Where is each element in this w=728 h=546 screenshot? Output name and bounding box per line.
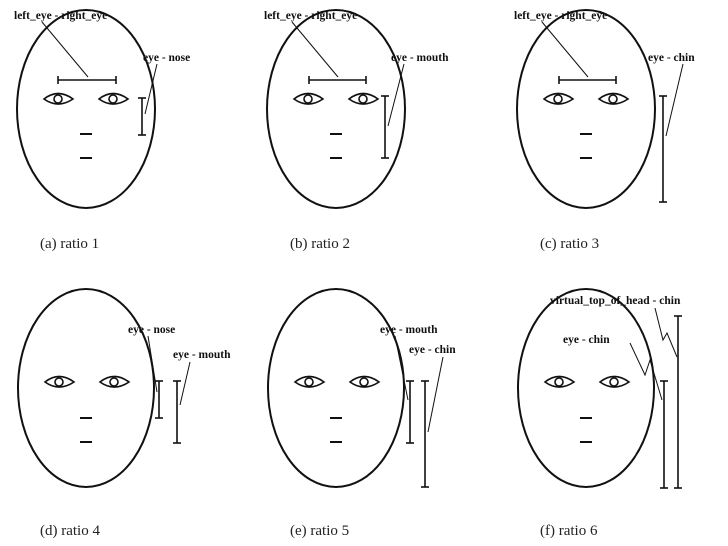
left-eye-icon <box>45 377 74 388</box>
leader-line <box>292 22 338 77</box>
left-eye-icon <box>544 94 573 105</box>
left-eye-icon <box>294 94 323 105</box>
measure-label: eye - nose <box>143 52 190 64</box>
panel-caption: (e) ratio 5 <box>290 523 349 539</box>
panel-c: left_eye - right_eye eye - chin (c) rati… <box>514 10 695 252</box>
leader-line <box>630 343 662 400</box>
left-eye-icon <box>44 94 73 105</box>
panel-caption: (d) ratio 4 <box>40 523 100 539</box>
leader-line <box>428 357 443 432</box>
measure-label-1: eye - mouth <box>380 324 438 336</box>
leader-line <box>542 22 588 77</box>
measure-label: eye - chin <box>648 52 695 64</box>
measure-bracket <box>659 96 667 202</box>
leader-line <box>666 64 683 136</box>
panel-d: eye - nose eye - mouth (d) ratio 4 <box>18 289 231 539</box>
eye-distance-bracket <box>309 76 366 84</box>
leader-line <box>395 336 408 400</box>
right-eye-icon <box>600 377 629 388</box>
measure-bracket-2 <box>173 381 181 443</box>
leader-line <box>148 336 157 392</box>
measure-label-2: eye - mouth <box>173 349 231 361</box>
eye-distance-label: left_eye - right_eye <box>514 10 607 22</box>
measure-label-2: eye - chin <box>563 334 610 346</box>
eye-distance-label: left_eye - right_eye <box>264 10 357 22</box>
right-eye-icon <box>99 94 128 105</box>
face-outline <box>17 10 155 208</box>
face-outline <box>268 289 404 487</box>
measure-bracket-1 <box>674 316 682 488</box>
left-eye-icon <box>545 377 574 388</box>
right-eye-icon <box>100 377 129 388</box>
face-outline <box>517 10 655 208</box>
leader-line <box>42 22 88 77</box>
left-eye-icon <box>295 377 324 388</box>
measure-label-1: virtual_top_of_head - chin <box>550 295 681 307</box>
panel-e: eye - mouth eye - chin (e) ratio 5 <box>268 289 456 539</box>
leader-line <box>655 308 677 357</box>
right-eye-icon <box>599 94 628 105</box>
measure-label-1: eye - nose <box>128 324 175 336</box>
measure-bracket <box>381 96 389 158</box>
face-outline <box>518 289 654 487</box>
face-outline <box>18 289 154 487</box>
leader-line <box>388 64 404 126</box>
panel-caption: (a) ratio 1 <box>40 236 99 252</box>
leader-line <box>180 362 190 405</box>
right-eye-icon <box>350 377 379 388</box>
right-eye-icon <box>349 94 378 105</box>
measure-label-2: eye - chin <box>409 344 456 356</box>
measure-label: eye - mouth <box>391 52 449 64</box>
panel-b: left_eye - right_eye eye - mouth (b) rat… <box>264 10 449 252</box>
panel-caption: (f) ratio 6 <box>540 523 598 539</box>
eye-distance-label: left_eye - right_eye <box>14 10 107 22</box>
eye-distance-bracket <box>559 76 616 84</box>
measure-bracket-2 <box>421 381 429 487</box>
measure-bracket <box>138 98 146 135</box>
measure-bracket-1 <box>406 381 414 443</box>
eye-distance-bracket <box>58 76 116 84</box>
panel-caption: (b) ratio 2 <box>290 236 350 252</box>
panel-a: left_eye - right_eye eye - nose (a) rati… <box>14 10 190 252</box>
panel-f: virtual_top_of_head - chin eye - chin (f… <box>518 289 682 539</box>
panel-caption: (c) ratio 3 <box>540 236 599 252</box>
